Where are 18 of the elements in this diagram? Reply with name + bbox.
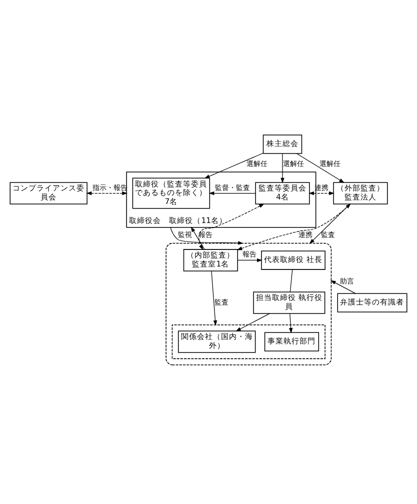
arrow bbox=[296, 153, 344, 183]
arrow bbox=[280, 153, 284, 184]
arrow bbox=[308, 191, 334, 196]
arrow bbox=[204, 152, 264, 178]
arrow bbox=[236, 204, 351, 250]
cluster bbox=[172, 324, 326, 360]
arrow bbox=[330, 280, 356, 294]
arrow bbox=[190, 226, 205, 250]
connector bbox=[290, 269, 293, 292]
arrow bbox=[208, 191, 256, 196]
arrow bbox=[86, 191, 128, 196]
arrow bbox=[288, 313, 293, 334]
arrow bbox=[236, 313, 270, 332]
arrow bbox=[309, 204, 350, 244]
arrow bbox=[237, 258, 262, 262]
arrow bbox=[211, 270, 218, 326]
arrow bbox=[170, 227, 244, 245]
arrow bbox=[198, 204, 264, 250]
